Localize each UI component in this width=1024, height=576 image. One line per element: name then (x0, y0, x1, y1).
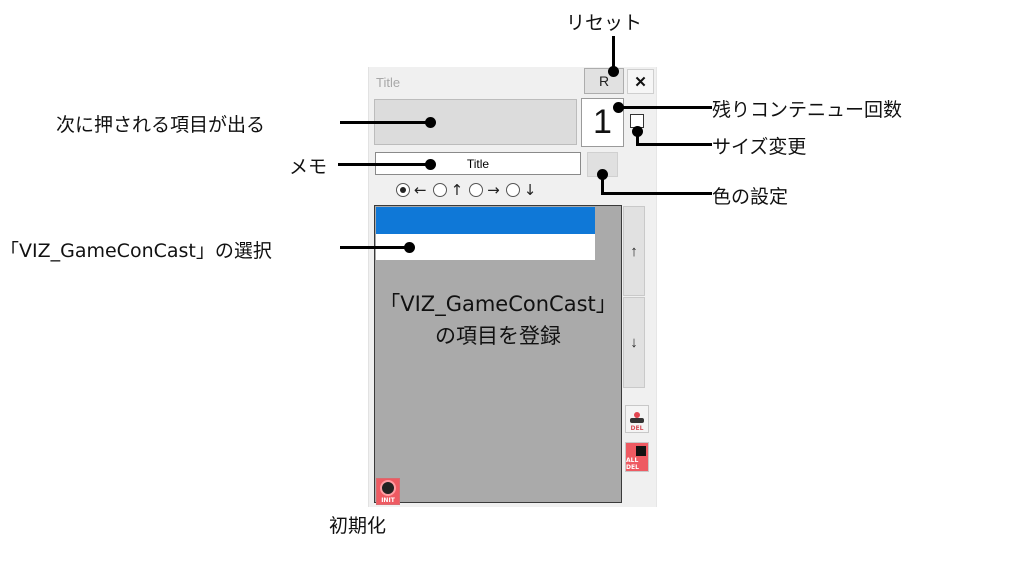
annotation-color-setting: 色の設定 (712, 186, 789, 208)
annotation-line (612, 36, 615, 70)
delete-all-label: ALL DEL (626, 457, 639, 471)
annotation-line (601, 192, 712, 195)
radio-right[interactable] (469, 183, 484, 197)
direction-radio-group: ← ↑ → ↓ (396, 180, 538, 200)
annotation-line (636, 143, 712, 146)
initialize-label: INIT (381, 497, 395, 504)
window-title: Title (376, 75, 401, 90)
annotation-line (338, 163, 430, 166)
list-annotation-line1: 「VIZ_GameConCast」 (379, 292, 617, 316)
initialize-button[interactable]: INIT (376, 478, 400, 505)
delete-all-button[interactable]: ALL DEL (625, 442, 649, 472)
radio-down[interactable] (505, 183, 520, 197)
annotation-line (340, 246, 410, 249)
trash-icon (636, 446, 646, 456)
move-down-button[interactable]: ↓ (623, 297, 645, 388)
annotation-dot (404, 242, 415, 253)
annotation-line (620, 106, 712, 109)
annotation-dot (425, 117, 436, 128)
annotation-selection: 「VIZ_GameConCast」の選択 (0, 240, 272, 262)
annotation-memo: メモ (289, 156, 328, 178)
annotation-continue-count: 残りコンテニュー回数 (712, 99, 903, 121)
list-item-selected[interactable] (376, 207, 595, 234)
delete-label: DEL (630, 425, 644, 432)
arrow-left-label: ← (414, 181, 427, 199)
move-up-button[interactable]: ↑ (623, 206, 645, 296)
delete-icon (630, 412, 644, 424)
list-annotation: 「VIZ_GameConCast」 の項目を登録 (374, 288, 622, 352)
annotation-line (601, 173, 604, 193)
arrow-down-label: ↓ (523, 181, 537, 199)
radio-up[interactable] (432, 183, 447, 197)
annotation-dot (608, 66, 619, 77)
delete-button[interactable]: DEL (625, 405, 649, 433)
arrow-up-label: ↑ (450, 181, 464, 199)
annotation-line (636, 130, 639, 144)
power-knob-icon (380, 480, 396, 496)
annotation-size-change: サイズ変更 (712, 136, 807, 158)
memo-input[interactable] (375, 152, 581, 175)
annotation-initialize: 初期化 (329, 515, 387, 537)
close-button[interactable]: ✕ (627, 69, 654, 94)
annotation-dot (613, 102, 624, 113)
annotation-line (340, 121, 430, 124)
annotation-reset: リセット (566, 12, 643, 34)
annotation-dot (425, 159, 436, 170)
radio-left[interactable] (396, 183, 410, 197)
list-annotation-line2: の項目を登録 (435, 324, 561, 348)
annotation-next-item: 次に押される項目が出る (56, 114, 266, 136)
arrow-right-label: → (487, 181, 500, 199)
